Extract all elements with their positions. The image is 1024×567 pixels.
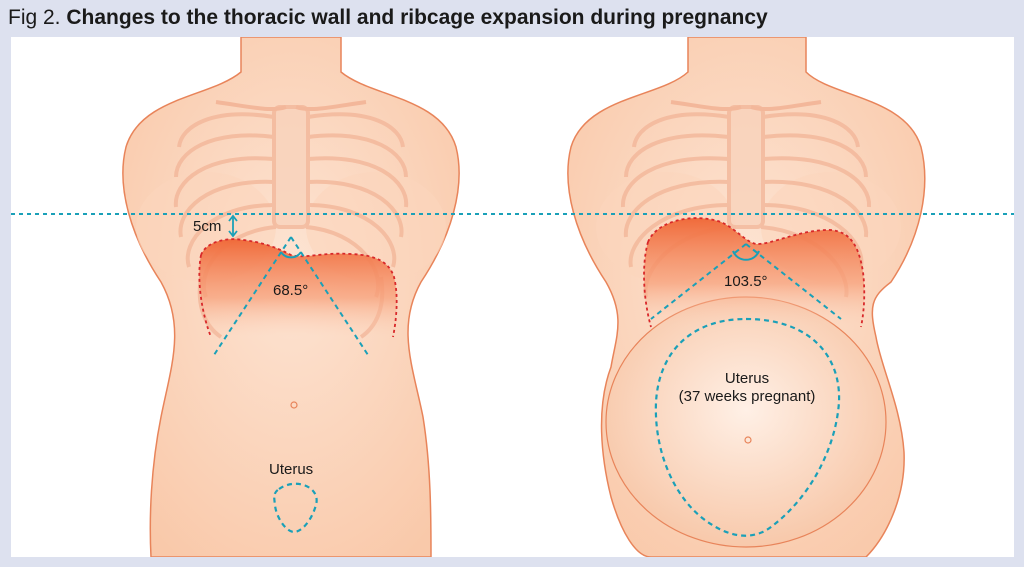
right-diaphragm-area [644, 218, 865, 327]
right-diaphragm-outline [647, 217, 866, 328]
figure-header: Fig 2. Changes to the thoracic wall and … [0, 0, 1024, 36]
left-angle-label: 68.5° [273, 282, 308, 299]
right-ribcage [620, 105, 872, 298]
left-clavicles [215, 100, 367, 112]
right-costal-line-a [650, 243, 747, 320]
pregnant-belly [605, 296, 887, 548]
left-angle-arc [280, 251, 302, 259]
right-torso [567, 37, 926, 557]
anatomy-illustration: 5cm 68.5° Uterus 103.5° Uterus (37 weeks… [11, 37, 1014, 557]
left-torso [122, 37, 460, 557]
figure-number: Fig 2. [8, 6, 61, 29]
left-diaphragm-outline [200, 238, 398, 338]
right-uterus-sublabel: (37 weeks pregnant) [679, 388, 816, 405]
right-uterus-label: Uterus [725, 370, 769, 387]
right-angle-arc [732, 250, 760, 261]
left-diaphragm-area [199, 239, 397, 337]
illustration-panel: 5cm 68.5° Uterus 103.5° Uterus (37 weeks… [11, 37, 1014, 557]
left-navel [290, 401, 298, 409]
right-costal-line-b [745, 243, 842, 320]
figure-title: Fig 2. Changes to the thoracic wall and … [8, 6, 768, 30]
right-angle-label: 103.5° [724, 273, 768, 290]
right-uterus-outline [654, 317, 841, 537]
left-costal-line-b [290, 236, 369, 356]
right-navel [744, 436, 752, 444]
left-uterus-label: Uterus [269, 461, 313, 478]
distance-label: 5cm [193, 218, 221, 235]
left-uterus-outline [273, 482, 318, 534]
left-costal-line-a [213, 236, 292, 356]
figure-title-text: Changes to the thoracic wall and ribcage… [66, 6, 768, 29]
